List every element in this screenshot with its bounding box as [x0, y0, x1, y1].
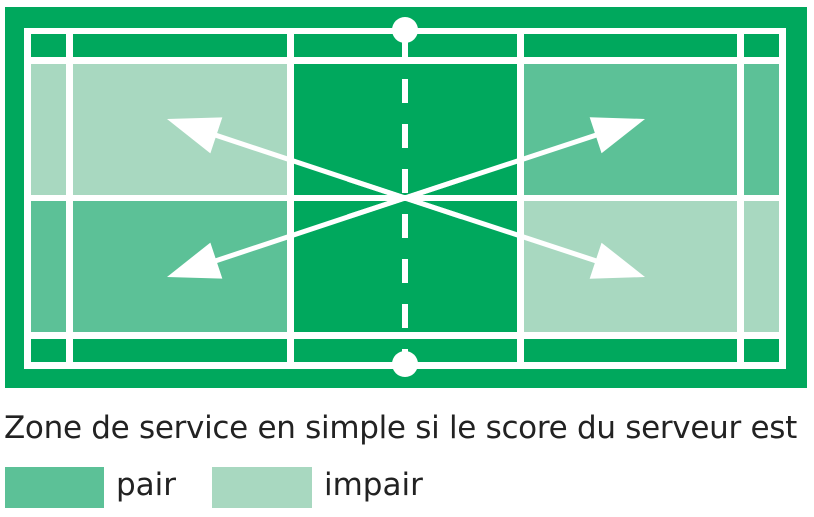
court-zone [73, 201, 287, 332]
court-zone [744, 201, 779, 332]
net-post-top [392, 17, 418, 43]
legend-item-impair: impair [212, 466, 423, 508]
arrow-head [589, 117, 645, 154]
court-zone [31, 339, 66, 362]
net-post-bottom [392, 351, 418, 377]
court-zone [73, 64, 287, 195]
court-zone [31, 201, 66, 332]
badminton-court-diagram [5, 7, 807, 388]
court-zone [744, 64, 779, 195]
legend-swatch-pair [5, 466, 104, 508]
service-arrows [167, 117, 645, 279]
court-zone [73, 339, 287, 362]
court-zone [744, 34, 779, 57]
arrow-shaft [347, 176, 601, 265]
arrow-head [589, 242, 645, 279]
court-zone [73, 34, 287, 57]
legend-item-pair: pair [5, 466, 176, 508]
net-line [392, 17, 418, 377]
court-zone [744, 339, 779, 362]
legend-label-pair: pair [116, 467, 177, 503]
arrow-head [167, 242, 223, 279]
court-zone [524, 34, 737, 57]
legend-label-impair: impair [324, 467, 423, 503]
court-zone [524, 339, 737, 362]
court-zone [31, 64, 66, 195]
arrow-shaft [347, 131, 601, 220]
legend-swatch-impair [212, 466, 312, 508]
caption: Zone de service en simple si le score du… [4, 410, 797, 446]
arrow-head [167, 117, 223, 154]
court-zone [31, 34, 66, 57]
